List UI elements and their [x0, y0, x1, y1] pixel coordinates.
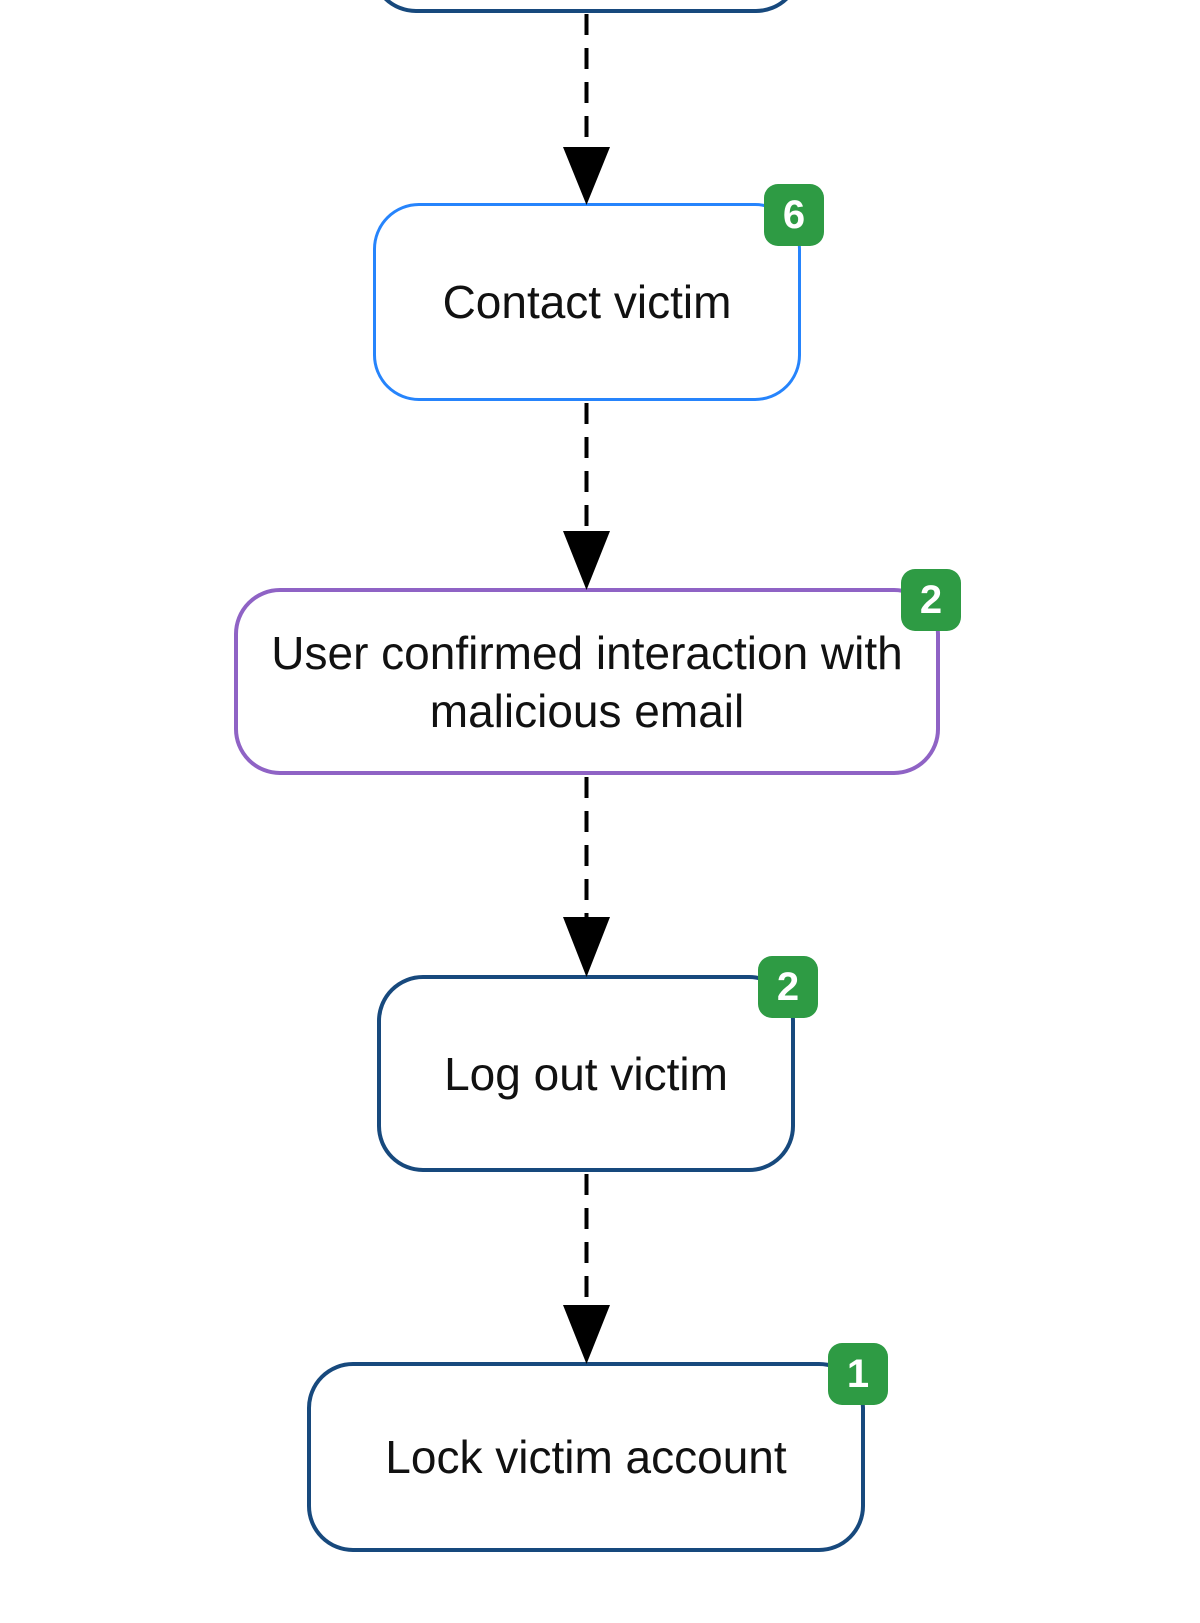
- node-user-confirmed-interaction[interactable]: User confirmed interaction with maliciou…: [234, 588, 940, 775]
- arrowhead-icon: [563, 531, 610, 590]
- node-label: Lock victim account: [385, 1431, 787, 1483]
- badge-count-log-out-victim: 2: [758, 956, 818, 1018]
- node-previous-step-partial[interactable]: [370, 0, 802, 13]
- node-lock-victim-account[interactable]: Lock victim account: [307, 1362, 865, 1552]
- badge-count-lock-victim-account: 1: [828, 1343, 888, 1405]
- node-label: User confirmed interaction with maliciou…: [271, 626, 903, 737]
- arrowhead-icon: [563, 1305, 610, 1364]
- badge-count-contact-victim: 6: [764, 184, 824, 246]
- node-label: Contact victim: [442, 276, 732, 328]
- arrowhead-icon: [563, 147, 610, 205]
- badge-count-user-confirmed: 2: [901, 569, 961, 631]
- node-label: Log out victim: [444, 1047, 728, 1100]
- arrowhead-icon: [563, 917, 610, 977]
- node-log-out-victim[interactable]: Log out victim: [377, 975, 795, 1172]
- node-contact-victim[interactable]: Contact victim: [373, 203, 801, 401]
